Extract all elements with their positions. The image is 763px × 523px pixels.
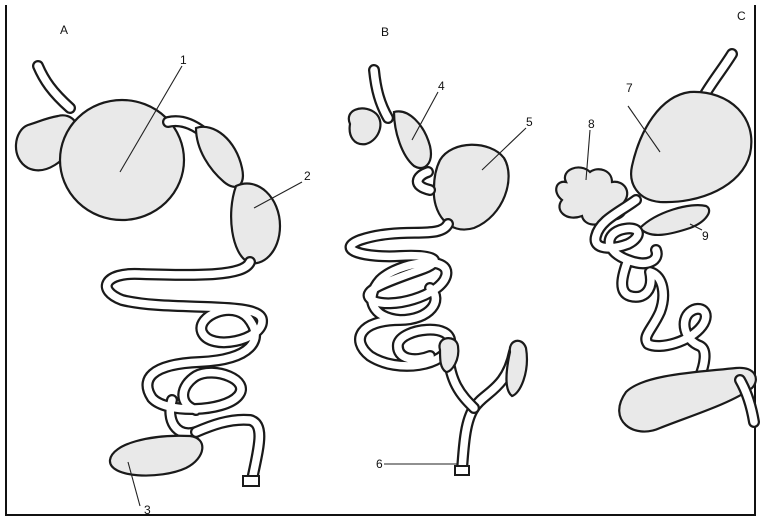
label-7: 7 [626, 81, 633, 95]
panel-c-letter: C [737, 9, 746, 23]
label-5: 5 [526, 115, 533, 129]
panel-b-small-lobe [349, 108, 381, 144]
panel-a-drawing [16, 66, 302, 506]
panel-b-outlet [455, 466, 469, 475]
label-3: 3 [144, 503, 151, 517]
panel-c-stomach [631, 92, 751, 202]
panel-b-stomach [434, 145, 509, 230]
panel-b-drawing [349, 70, 527, 475]
label-1: 1 [180, 53, 187, 67]
panel-a-caecum [110, 436, 202, 476]
label-2: 2 [304, 169, 311, 183]
panel-a-outlet [243, 476, 259, 486]
label-6: 6 [376, 457, 383, 471]
label-4: 4 [438, 79, 445, 93]
panel-b-right-caecum [507, 341, 527, 396]
panel-a-pylorus [196, 127, 243, 187]
panel-c-drawing [556, 54, 756, 432]
label-8: 8 [588, 117, 595, 131]
panel-a-letter: A [60, 23, 68, 37]
panel-b-letter: B [381, 25, 389, 39]
panel-a-intestinal-bulb [231, 184, 280, 264]
panel-c-elongated-organ [640, 205, 709, 235]
label-9: 9 [702, 229, 709, 243]
